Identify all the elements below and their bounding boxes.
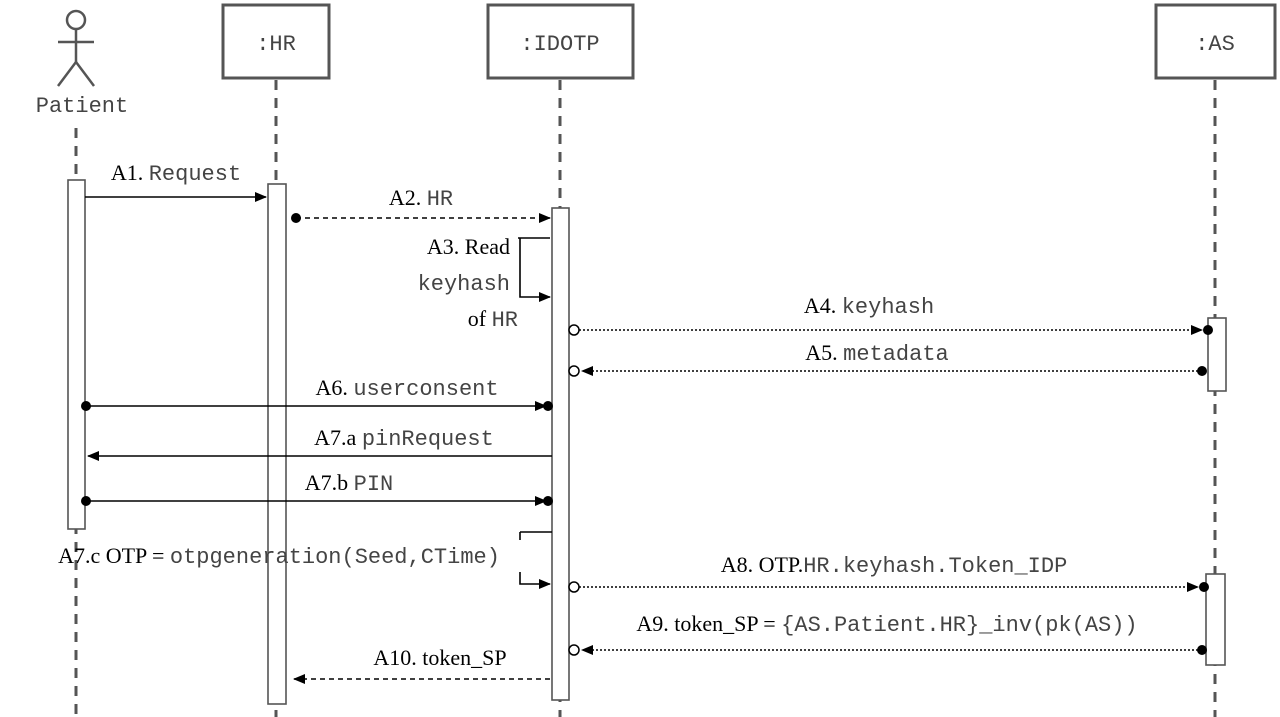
participant-as: :AS: [1154, 3, 1277, 80]
message-a2-label: A2. HR: [389, 185, 453, 212]
participant-idotp-label: :IDOTP: [520, 32, 599, 57]
message-a3-label-line1: A3. Read: [427, 234, 510, 259]
message-a1-label: A1. Request: [111, 160, 241, 187]
message-a9-label: A9. token_SP = {AS.Patient.HR}_inv(pk(AS…: [636, 611, 1137, 638]
message-a10: A10. token_SP: [293, 645, 550, 684]
message-a10-label: A10. token_SP: [373, 645, 506, 670]
message-a3-label-line2: keyhash: [418, 272, 510, 297]
activation-idotp: [551, 207, 570, 701]
message-a2: A2. HR: [291, 185, 551, 223]
message-a5: A5. metadata: [568, 340, 1207, 377]
message-a7a: A7.a pinRequest: [87, 425, 552, 461]
message-a4: A4. keyhash: [568, 293, 1213, 336]
participant-hr-label: :HR: [256, 32, 296, 57]
actor-patient: Patient: [36, 9, 128, 119]
stick-figure-icon: [57, 9, 95, 87]
message-a7b: A7.b PIN: [81, 470, 553, 506]
activation-as-1: [1207, 317, 1227, 392]
message-a5-label: A5. metadata: [805, 340, 949, 367]
message-a3-label-line3: of HR: [468, 306, 518, 333]
message-a3: A3. Read keyhash of HR: [418, 234, 551, 333]
message-a9: A9. token_SP = {AS.Patient.HR}_inv(pk(AS…: [568, 611, 1207, 656]
message-a1: A1. Request: [85, 160, 267, 202]
participant-patient-label: Patient: [36, 94, 128, 119]
message-a7c: A7.c OTP = otpgeneration(Seed,CTime): [58, 531, 552, 589]
message-a8: A8. OTP.HR.keyhash.Token_IDP: [568, 552, 1209, 593]
activation-hr: [267, 183, 287, 705]
message-a6-label: A6. userconsent: [315, 375, 498, 402]
message-a7c-label: A7.c OTP = otpgeneration(Seed,CTime): [58, 543, 500, 570]
message-a4-label: A4. keyhash: [804, 293, 934, 320]
message-a8-label: A8. OTP.HR.keyhash.Token_IDP: [721, 552, 1068, 579]
participant-as-label: :AS: [1195, 32, 1235, 57]
message-a6: A6. userconsent: [81, 375, 553, 411]
participant-hr: :HR: [221, 3, 331, 80]
participant-idotp: :IDOTP: [486, 3, 635, 80]
activation-patient: [67, 179, 86, 530]
message-a7b-label: A7.b PIN: [305, 470, 394, 497]
activation-as-2: [1205, 573, 1226, 666]
message-a7a-label: A7.a pinRequest: [314, 425, 494, 452]
